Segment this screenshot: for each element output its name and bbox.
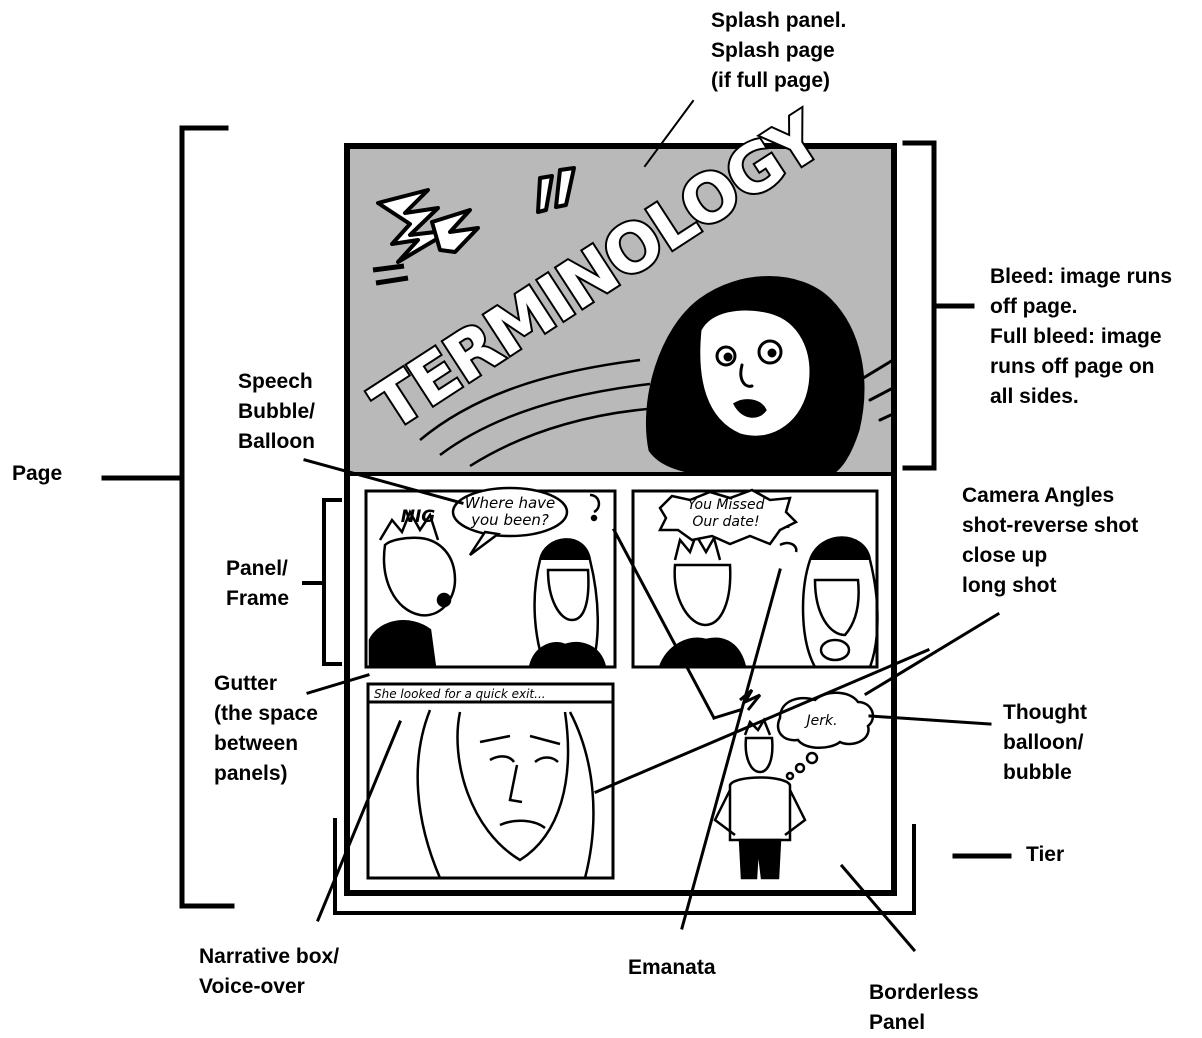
thought-bubble-text: Jerk. bbox=[803, 713, 837, 729]
page-border bbox=[344, 143, 897, 896]
comic-page: TERMINOLOGY bbox=[344, 96, 897, 896]
label-narrative-box: Narrative box/ Voice-over bbox=[199, 945, 340, 998]
label-thought-balloon: Thought balloon/ bubble bbox=[1003, 701, 1087, 784]
speed-lines bbox=[419, 358, 661, 468]
label-speech-bubble: Speech Bubble/ Balloon bbox=[238, 370, 315, 453]
label-tier: Tier bbox=[1026, 843, 1065, 866]
camera-leader-b bbox=[594, 648, 930, 794]
label-splash-panel: Splash panel. Splash page (if full page) bbox=[711, 9, 847, 92]
label-borderless-panel: Borderless Panel bbox=[869, 981, 979, 1034]
panel2-figures bbox=[658, 516, 879, 669]
camera-leader-a bbox=[863, 611, 1001, 697]
gutter-leader bbox=[306, 673, 370, 695]
closeup-panel bbox=[366, 700, 615, 880]
page-bracket bbox=[179, 125, 235, 909]
emanata-leader-c bbox=[712, 708, 742, 720]
borderless-leader bbox=[839, 863, 917, 953]
emanata-leader-a bbox=[680, 568, 782, 930]
splash-leader bbox=[643, 99, 695, 168]
thought-leader bbox=[868, 714, 992, 726]
sound-effect-marks bbox=[372, 166, 576, 286]
bleed-bracket bbox=[902, 140, 937, 471]
borderless-figure bbox=[713, 688, 807, 880]
label-page: Page bbox=[12, 462, 63, 485]
thought-bubble bbox=[776, 691, 875, 781]
emanata-leader-b bbox=[611, 527, 717, 721]
label-panel-frame: Panel/ Frame bbox=[226, 557, 290, 610]
panel1-figures bbox=[368, 493, 607, 669]
label-bleed: Bleed: image runs off page. Full bleed: … bbox=[990, 265, 1173, 408]
annotation-lines bbox=[101, 99, 1012, 953]
splash-woman-figure bbox=[646, 276, 895, 476]
closeup-face bbox=[416, 709, 595, 879]
angry-speech-bubble bbox=[657, 488, 799, 546]
grunt-text: NIG bbox=[401, 507, 436, 527]
narrative-leader bbox=[316, 720, 402, 922]
narrative-box-text: She looked for a quick exit... bbox=[374, 687, 546, 701]
label-gutter: Gutter (the space between panels) bbox=[214, 672, 318, 785]
label-camera-angles: Camera Angles shot-reverse shot close up… bbox=[962, 484, 1139, 597]
label-emanata: Emanata bbox=[628, 956, 716, 979]
angry-bubble-text-1: You Missed bbox=[688, 497, 765, 513]
speech-bubble bbox=[451, 486, 569, 556]
speech-leader bbox=[303, 458, 464, 505]
speech-bubble-text-1: Where have bbox=[465, 494, 556, 512]
panel-bracket bbox=[322, 498, 342, 666]
speech-bubble-text-2: you been? bbox=[470, 511, 549, 529]
angry-bubble-text-2: Our date! bbox=[692, 514, 759, 530]
tier-bracket bbox=[333, 818, 916, 915]
